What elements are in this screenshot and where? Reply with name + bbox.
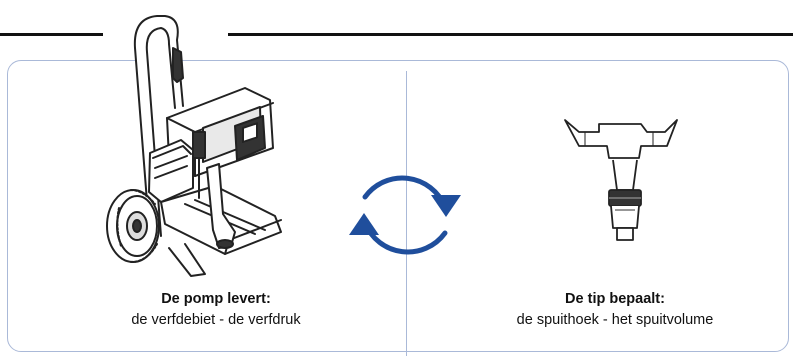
center-divider <box>406 71 407 356</box>
pump-detail: de verfdebiet - de verfdruk <box>131 312 301 328</box>
pump-heading: De pomp levert: <box>161 291 271 307</box>
pump-caption: De pomp levert: de verfdebiet - de verfd… <box>96 289 336 331</box>
tip-caption: De tip bepaalt: de spuithoek - het spuit… <box>480 289 750 331</box>
circular-arrows-icon <box>349 175 461 255</box>
tip-detail: de spuithoek - het spuitvolume <box>516 312 714 328</box>
tip-heading: De tip bepaalt: <box>565 291 665 307</box>
spray-tip-icon <box>564 119 678 241</box>
paint-sprayer-pump-icon <box>106 15 282 277</box>
top-rule-left <box>0 33 103 36</box>
top-rule-right <box>228 33 793 36</box>
content-frame <box>7 60 789 352</box>
